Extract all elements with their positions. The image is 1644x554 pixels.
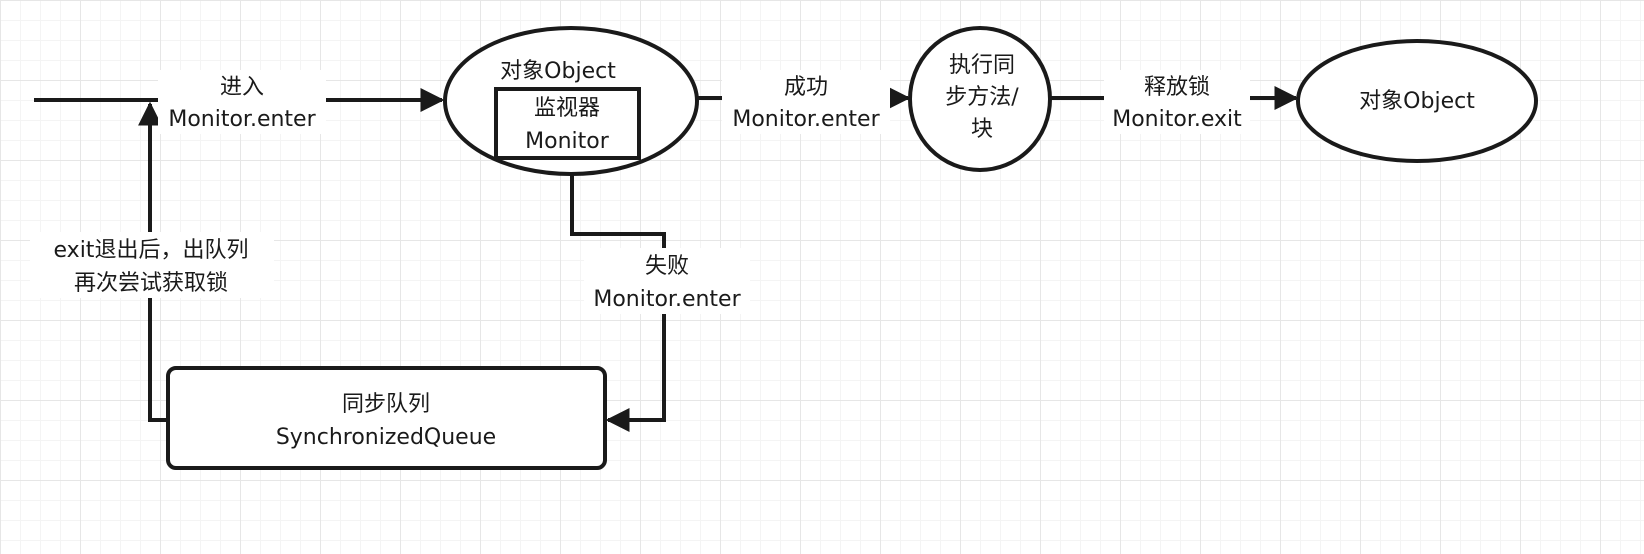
object-left-node: 对象Object 监视器 Monitor [443,26,699,176]
queue-label-line1: 同步队列 [342,392,430,417]
release-label-line2: Monitor.exit [1112,107,1242,132]
monitor-label-line1: 监视器 [534,96,600,121]
release-edge-label: 释放锁 Monitor.exit [1104,70,1250,134]
retry-label-line2: 再次尝试获取锁 [74,271,228,296]
object-right-node: 对象Object [1296,39,1538,163]
execute-label-line3: 块 [971,117,993,142]
object-right-label: 对象Object [1359,89,1475,114]
fail-label-line2: Monitor.enter [593,287,741,312]
enter-edge-label: 进入 Monitor.enter [158,70,326,134]
retry-arrow [138,101,168,422]
success-label-line2: Monitor.enter [732,107,880,132]
fail-edge-label: 失败 Monitor.enter [584,248,750,314]
release-label-line1: 释放锁 [1144,75,1210,100]
execute-node: 执行同 步方法/ 块 [908,26,1052,172]
enter-label-line1: 进入 [220,75,264,100]
success-label-line1: 成功 [784,75,828,100]
monitor-label-line2: Monitor [525,129,610,154]
execute-label-line2: 步方法/ [945,85,1019,110]
object-left-title: 对象Object [500,59,616,84]
retry-edge-label: exit退出后，出队列 再次尝试获取锁 [30,232,274,298]
enter-label-line2: Monitor.enter [168,107,316,132]
retry-label-line1: exit退出后，出队列 [54,238,249,263]
fail-label-line1: 失败 [645,254,689,279]
monitor-node: 监视器 Monitor [494,87,641,160]
queue-label-line2: SynchronizedQueue [276,425,496,450]
execute-label-line1: 执行同 [949,53,1015,78]
fail-arrow [570,172,666,432]
success-edge-label: 成功 Monitor.enter [722,70,890,134]
queue-node: 同步队列 SynchronizedQueue [166,366,607,470]
